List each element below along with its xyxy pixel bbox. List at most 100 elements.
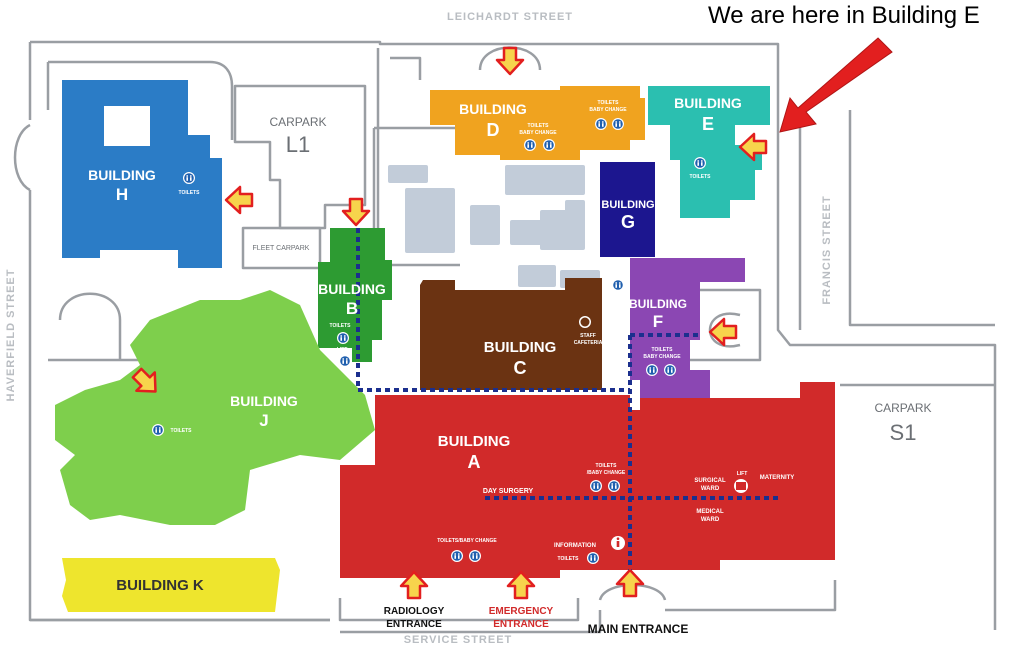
fleet-carpark: FLEET CARPARK: [253, 245, 310, 252]
building-h-label: BUILDING: [88, 167, 156, 183]
svg-text:LIFT: LIFT: [337, 347, 348, 353]
svg-text:TOILETS: TOILETS: [597, 100, 619, 106]
building-a-label: BUILDING: [438, 433, 511, 450]
building-e-letter: E: [702, 114, 714, 134]
toilet-icon: [590, 480, 602, 492]
building-b[interactable]: [318, 228, 392, 362]
toilets-b-lift: TOILETS LIFT: [329, 323, 351, 367]
emergency-entrance-2: ENTRANCE: [493, 619, 549, 630]
toilets-a-centre: TOILETS /BABY CHANGE: [587, 463, 626, 492]
svg-text:TOILETS: TOILETS: [329, 323, 351, 329]
lift-label: LIFT: [737, 471, 748, 477]
toilet-icon: [524, 139, 536, 151]
annotation-text: We are here in Building E: [708, 2, 980, 29]
svg-text:TOILETS: TOILETS: [651, 347, 673, 353]
lift-icon: [339, 355, 351, 367]
toilets-c: TOILETS: [607, 279, 629, 302]
building-j-label: BUILDING: [230, 393, 298, 409]
building-d[interactable]: [430, 86, 645, 160]
building-a[interactable]: [340, 382, 835, 578]
building-b-label: BUILDING: [318, 281, 386, 297]
building-g-label: BUILDING: [601, 199, 654, 211]
svg-text:TOILETS: TOILETS: [595, 463, 617, 469]
toilets-j: TOILETS: [152, 424, 192, 436]
street-bottom: SERVICE STREET: [404, 634, 513, 646]
svg-text:TOILETS: TOILETS: [170, 428, 192, 434]
building-f-label: BUILDING: [629, 297, 687, 311]
toilet-icon: [694, 157, 706, 169]
svg-text:BABY CHANGE: BABY CHANGE: [519, 130, 557, 136]
staff-cafeteria: STAFF CAFETERIA: [574, 316, 603, 346]
radiology-entrance-1: RADIOLOGY: [384, 606, 445, 617]
svg-text:TOILETS: TOILETS: [178, 190, 200, 196]
grey-blocks: [388, 165, 600, 288]
building-j[interactable]: [55, 290, 375, 525]
street-left: HAVERFIELD STREET: [5, 269, 17, 402]
building-d-letter: D: [487, 120, 500, 140]
building-k-label: BUILDING K: [116, 577, 204, 594]
building-e[interactable]: [648, 86, 770, 218]
building-f[interactable]: [630, 258, 745, 405]
building-f-letter: F: [653, 312, 663, 331]
information-point: INFORMATION TOILETS: [554, 536, 625, 564]
svg-text:/BABY CHANGE: /BABY CHANGE: [587, 470, 626, 476]
toilet-icon: [612, 279, 624, 291]
main-entrance: MAIN ENTRANCE: [588, 622, 689, 636]
toilets-f: TOILETS BABY CHANGE: [643, 347, 681, 376]
building-d-label: BUILDING: [459, 101, 527, 117]
entrance-arrow-main: [615, 568, 645, 598]
svg-text:BABY CHANGE: BABY CHANGE: [589, 107, 627, 113]
svg-text:STAFF: STAFF: [580, 333, 596, 339]
baby-change-icon: [664, 364, 676, 376]
toilets-a-left: TOILETS/BABY CHANGE: [437, 538, 497, 562]
svg-text:TOILETS: TOILETS: [527, 123, 549, 129]
walking-paths: [356, 228, 780, 575]
toilet-icon: [595, 118, 607, 130]
toilet-icon: [337, 332, 349, 344]
here-pointer-arrow: [779, 37, 893, 133]
building-g-letter: G: [621, 212, 635, 232]
radiology-entrance-2: ENTRANCE: [386, 619, 442, 630]
baby-change-icon: [469, 550, 481, 562]
toilet-icon: [646, 364, 658, 376]
building-h-letter: H: [116, 185, 128, 204]
day-surgery: DAY SURGERY: [483, 488, 534, 495]
maternity: MATERNITY: [760, 475, 795, 481]
carpark-s1-code: S1: [890, 420, 917, 445]
baby-change-icon: [608, 480, 620, 492]
building-j-letter: J: [259, 411, 268, 430]
carpark-s1-word: CARPARK: [874, 401, 931, 415]
building-c-letter: C: [514, 358, 527, 378]
medical-ward-1: MEDICAL: [696, 509, 724, 515]
building-h[interactable]: [62, 80, 222, 268]
street-top: LEICHARDT STREET: [447, 11, 573, 23]
toilets-h: TOILETS: [178, 172, 200, 196]
building-c-label: BUILDING: [484, 339, 557, 356]
toilet-icon: [152, 424, 164, 436]
street-right: FRANCIS STREET: [821, 195, 833, 304]
toilets-d: TOILETS BABY CHANGE TOILETS BABY CHANGE: [519, 100, 627, 151]
medical-ward-2: WARD: [701, 517, 720, 523]
lift-icon: [734, 479, 748, 493]
building-c[interactable]: [420, 278, 602, 390]
svg-text:TOILETS: TOILETS: [689, 174, 711, 180]
svg-text:CAFETERIA: CAFETERIA: [574, 340, 603, 346]
building-g[interactable]: [600, 162, 655, 257]
building-a-letter: A: [468, 452, 481, 472]
toilet-icon: [451, 550, 463, 562]
toilet-icon: [183, 172, 195, 184]
building-b-letter: B: [346, 299, 358, 318]
toilets-e: TOILETS: [689, 157, 711, 180]
surgical-ward-1: SURGICAL: [694, 478, 726, 484]
entrance-arrow-d: [495, 46, 525, 76]
baby-change-icon: [543, 139, 555, 151]
carpark-l1-code: L1: [286, 132, 310, 157]
svg-text:TOILETS/BABY CHANGE: TOILETS/BABY CHANGE: [437, 538, 497, 544]
baby-change-icon: [612, 118, 624, 130]
building-k[interactable]: [62, 558, 280, 612]
emergency-entrance-1: EMERGENCY: [489, 606, 554, 617]
toilet-icon: [587, 552, 599, 564]
svg-text:TOILETS: TOILETS: [557, 556, 579, 562]
svg-text:BABY CHANGE: BABY CHANGE: [643, 354, 681, 360]
